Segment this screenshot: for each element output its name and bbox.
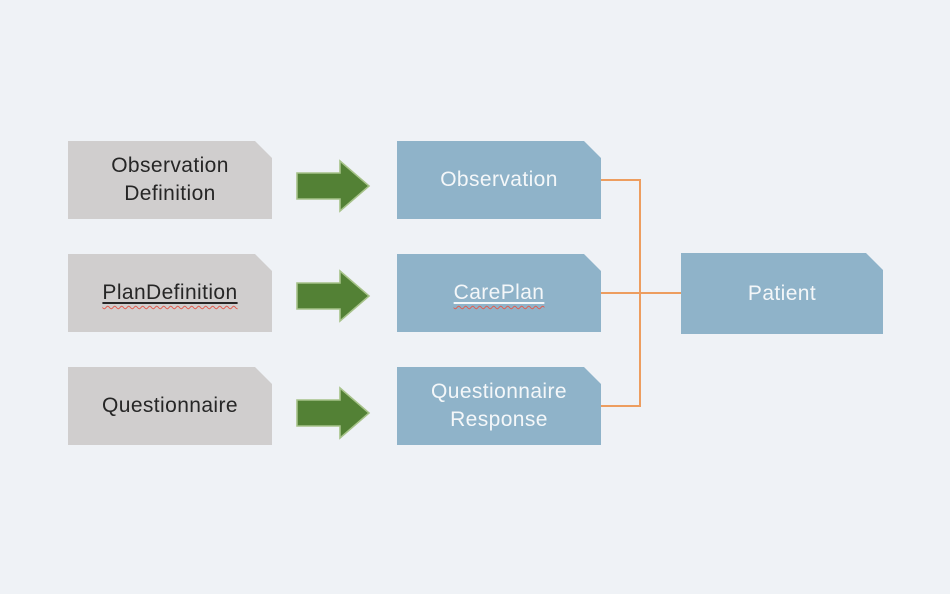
node-plandefinition: PlanDefinition — [68, 254, 272, 332]
right-block-arrow-icon — [296, 386, 371, 440]
node-questionnaire-response: Questionnaire Response — [397, 367, 601, 445]
node-patient: Patient — [681, 253, 883, 334]
connector-observation-questionnaireresponse-to-patient — [601, 179, 641, 407]
node-questionnaire: Questionnaire — [68, 367, 272, 445]
node-observation-definition-label: Observation Definition — [111, 154, 229, 205]
right-block-arrow-icon — [296, 159, 371, 213]
right-block-arrow-icon — [296, 159, 371, 213]
right-block-arrow-icon — [296, 386, 371, 440]
right-block-arrow-icon — [296, 269, 371, 323]
node-questionnaire-response-label: Questionnaire Response — [431, 380, 567, 431]
right-block-arrow-icon — [296, 269, 371, 323]
node-careplan-label: CarePlan — [453, 281, 545, 305]
node-patient-label: Patient — [747, 281, 817, 305]
node-plandefinition-label: PlanDefinition — [102, 281, 238, 305]
node-observation-label: Observation — [440, 168, 558, 192]
node-observation: Observation — [397, 141, 601, 219]
node-observation-definition: Observation Definition — [68, 141, 272, 219]
node-questionnaire-label: Questionnaire — [102, 394, 238, 418]
node-careplan: CarePlan — [397, 254, 601, 332]
